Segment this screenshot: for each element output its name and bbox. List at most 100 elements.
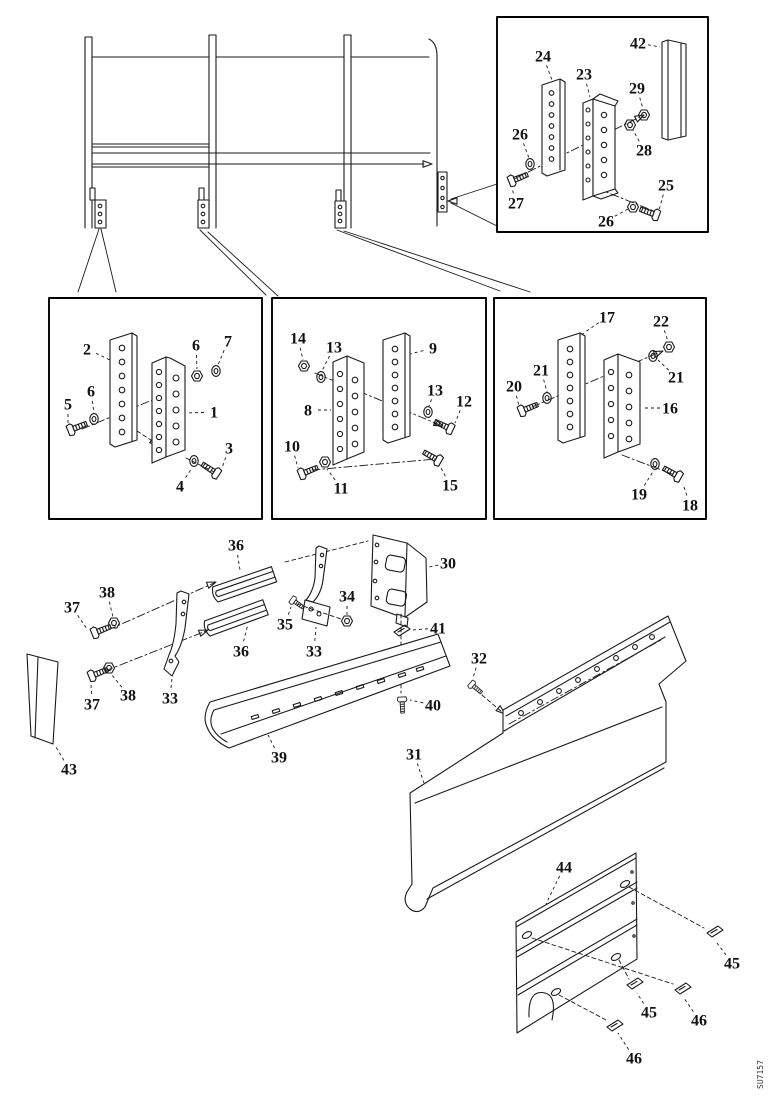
callout-leader-11-24 <box>326 468 336 481</box>
frame-lower-rails <box>91 143 431 168</box>
leader-to-top-right-box <box>450 183 498 227</box>
frame-post-3 <box>343 34 352 229</box>
callout-leader-17-26 <box>580 322 600 336</box>
callout-leader-2-9 <box>95 352 111 361</box>
part-callout-5-11: 5 <box>64 397 72 414</box>
part-42-channel <box>661 39 687 141</box>
part-callout-3-15: 3 <box>225 441 233 458</box>
callout-leader-27-6 <box>511 187 514 194</box>
callout-leader-24-0 <box>546 65 553 81</box>
callout-leader-20-29 <box>515 395 520 407</box>
callout-leader-6-10 <box>91 400 95 414</box>
part-callout-46-54: 46 <box>691 1013 707 1030</box>
part-callout-21-28: 21 <box>533 363 549 380</box>
callout-leader-21-28 <box>543 379 548 393</box>
callout-leader-23-1 <box>586 83 591 98</box>
frame-assembly <box>77 34 531 297</box>
part-callout-18-33: 18 <box>682 498 698 515</box>
part-callout-38-44: 38 <box>120 688 136 705</box>
detail-box-top-right <box>496 16 709 233</box>
part-22-nut <box>662 341 676 353</box>
part-callout-19-32: 19 <box>631 487 647 504</box>
part-7-washer <box>211 365 221 377</box>
part-6-washer <box>89 413 99 425</box>
part-callout-13-18: 13 <box>326 340 342 357</box>
part-callout-26-5: 26 <box>512 127 528 144</box>
part-6-nut <box>190 370 204 382</box>
part-callout-10-23: 10 <box>284 439 300 456</box>
part-callout-26-7: 26 <box>598 214 614 231</box>
part-15-bolt <box>420 446 445 468</box>
mid-section <box>26 534 687 913</box>
frame-end-plate <box>437 171 448 213</box>
callout-leader-44-51 <box>545 875 561 905</box>
part-30-bracket <box>370 534 428 628</box>
part-callout-4-16: 4 <box>176 479 184 496</box>
part-callout-6-12: 6 <box>192 338 200 355</box>
part-45-clip-right <box>706 925 724 938</box>
part-44-panel <box>515 852 638 1034</box>
callout-leader-42-2 <box>647 44 661 48</box>
detail-box-3 <box>493 297 707 520</box>
callout-leader-45-52 <box>716 942 727 956</box>
part-14-nut <box>297 360 311 372</box>
callout-leader-38-44 <box>111 674 123 688</box>
part-callout-27-6: 27 <box>508 196 524 213</box>
callout-leader-46-54 <box>683 997 694 1012</box>
callout-leader-36-41 <box>243 623 249 642</box>
part-callout-46-55: 46 <box>626 1051 642 1068</box>
frame-post-2 <box>208 34 217 229</box>
part-callout-15-25: 15 <box>442 478 458 495</box>
callout-leader-lines <box>55 44 727 1050</box>
part-24-plate <box>541 78 566 177</box>
part-8-bracket <box>332 355 365 466</box>
part-27-bolt <box>506 168 531 189</box>
callout-leader-1-14 <box>187 411 205 414</box>
part-callout-11-24: 11 <box>333 481 348 498</box>
callout-leader-21-30 <box>657 359 670 371</box>
part-callout-1-14: 1 <box>210 405 218 422</box>
frame-bracket-post1 <box>89 187 107 229</box>
callout-leader-25-8 <box>658 194 664 211</box>
part-callout-31-48: 31 <box>406 747 422 764</box>
part-45-clip-middle <box>626 977 644 990</box>
part-callout-17-26: 17 <box>599 310 615 327</box>
part-callout-41-40: 41 <box>430 621 446 638</box>
part-20-bolt <box>516 398 541 419</box>
callout-leader-9-19 <box>409 350 424 355</box>
frame-bracket-post3 <box>334 189 347 229</box>
part-callout-44-51: 44 <box>556 860 572 877</box>
callout-leader-13-18 <box>321 355 330 372</box>
detail-box-2 <box>271 297 487 520</box>
part-callout-22-27: 22 <box>653 314 669 331</box>
part-callout-37-43: 37 <box>84 697 100 714</box>
part-32-bolt <box>466 679 485 697</box>
part-callout-25-8: 25 <box>658 178 674 195</box>
part-callout-33-42: 33 <box>306 644 322 661</box>
part-callout-40-46: 40 <box>425 698 441 715</box>
part-36-channel-upper <box>210 566 278 604</box>
callout-leader-37-43 <box>90 683 92 695</box>
part-callout-28-4: 28 <box>636 143 652 160</box>
callout-leader-37-37 <box>77 615 88 630</box>
part-10-bolt <box>296 461 321 482</box>
callout-leader-30-35 <box>428 564 439 568</box>
part-26-washer-upper <box>525 158 535 170</box>
bottom-panel-section <box>515 852 724 1034</box>
part-34-nut <box>340 615 354 627</box>
part-callout-29-3: 29 <box>629 81 645 98</box>
leader-to-box2 <box>199 229 279 297</box>
part-callout-32-49: 32 <box>471 651 487 668</box>
callout-leader-14-17 <box>299 347 304 361</box>
callout-leader-22-27 <box>663 330 669 342</box>
part-13-washer-left <box>316 371 326 383</box>
part-callout-38-36: 38 <box>99 585 115 602</box>
part-21-washer-left <box>542 392 552 404</box>
part-callout-39-47: 39 <box>271 750 287 767</box>
part-33-bracket-left <box>163 590 190 677</box>
part-callout-42-2: 42 <box>630 36 646 53</box>
part-callout-6-10: 6 <box>87 384 95 401</box>
callout-leader-26-7 <box>614 208 629 217</box>
